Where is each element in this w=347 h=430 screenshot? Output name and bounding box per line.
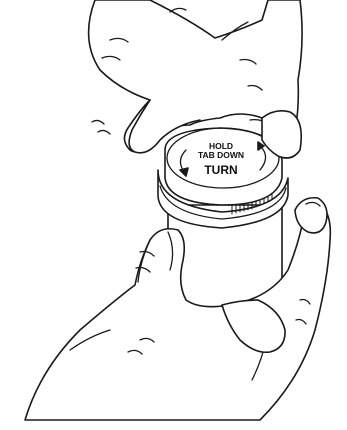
lower-hand — [25, 198, 330, 420]
cap-label-tab-down: TAB DOWN — [198, 150, 244, 160]
cap-label-turn: TURN — [204, 163, 237, 177]
